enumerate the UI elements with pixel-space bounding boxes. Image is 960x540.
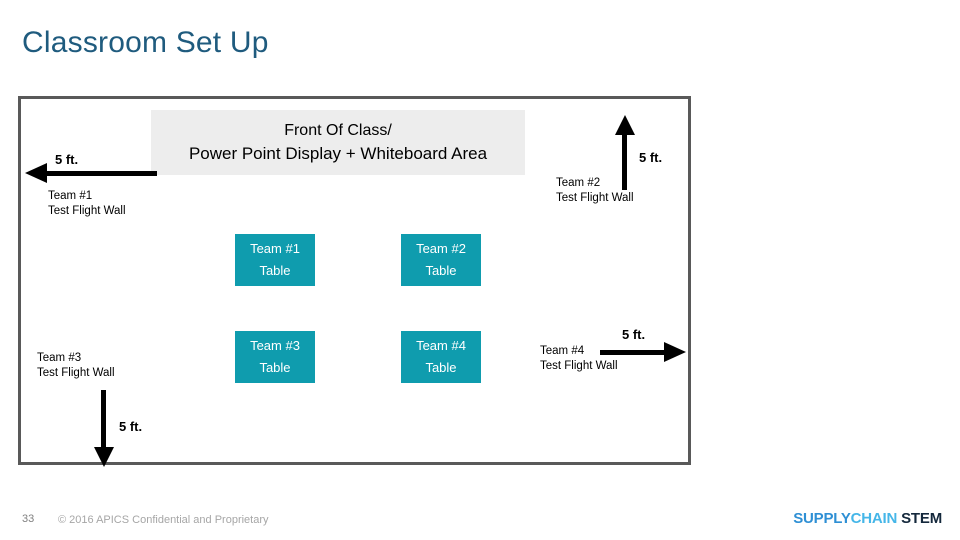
brand-logo-word3: STEM xyxy=(901,510,942,527)
team3-wall-line1: Team #3 xyxy=(37,352,82,364)
measurement-label-left: 5 ft. xyxy=(55,152,79,167)
front-of-class-banner: Front Of Class/ Power Point Display + Wh… xyxy=(151,110,525,175)
brand-logo-word1: SUPPLY xyxy=(793,510,851,527)
brand-logo: SUPPLYCHAIN STEM xyxy=(793,510,942,527)
front-of-class-line2: Power Point Display + Whiteboard Area xyxy=(188,143,488,163)
page-title: Classroom Set Up xyxy=(22,26,269,59)
team2-table-line2: Table xyxy=(425,263,457,278)
front-of-class-line1: Front Of Class/ xyxy=(284,121,392,139)
arrow-left-head-icon xyxy=(25,163,47,183)
brand-logo-word2: CHAIN xyxy=(850,510,898,527)
team1-table-line2: Table xyxy=(259,263,291,278)
team1-wall-line1: Team #1 xyxy=(48,190,93,202)
arrow-up-shaft xyxy=(622,134,627,190)
arrow-up-head-icon xyxy=(615,115,635,135)
team4-table-line1: Team #4 xyxy=(416,338,466,353)
team4-wall-line1: Team #4 xyxy=(540,345,585,357)
team2-wall-line1: Team #2 xyxy=(556,177,601,189)
team2-wall-label: Team #2 Test Flight Wall xyxy=(556,176,634,206)
arrow-right-head-icon xyxy=(664,342,686,362)
team2-table-line1: Team #2 xyxy=(416,241,466,256)
team3-wall-line2: Test Flight Wall xyxy=(37,367,115,379)
footer-page-number: 33 xyxy=(22,513,35,525)
team1-table-line1: Team #1 xyxy=(250,241,300,256)
arrow-right-shaft xyxy=(600,350,666,355)
arrow-down-shaft xyxy=(101,390,106,448)
team2-table[interactable]: Team #2 Table xyxy=(401,234,481,286)
footer-copyright: © 2016 APICS Confidential and Proprietar… xyxy=(58,514,269,526)
measurement-label-bottom-right: 5 ft. xyxy=(622,327,646,342)
measurement-label-bottom-left: 5 ft. xyxy=(119,419,143,434)
team3-wall-label: Team #3 Test Flight Wall xyxy=(37,351,115,381)
team1-wall-line2: Test Flight Wall xyxy=(48,205,126,217)
arrow-down-head-icon xyxy=(94,447,114,467)
team2-wall-line2: Test Flight Wall xyxy=(556,192,634,204)
team4-wall-label: Team #4 Test Flight Wall xyxy=(540,344,618,374)
measurement-label-top-right: 5 ft. xyxy=(639,150,663,165)
team4-table[interactable]: Team #4 Table xyxy=(401,331,481,383)
team3-table-line2: Table xyxy=(259,360,291,375)
arrow-left-shaft xyxy=(45,171,157,176)
team1-wall-label: Team #1 Test Flight Wall xyxy=(48,189,126,219)
team4-table-line2: Table xyxy=(425,360,457,375)
team4-wall-line2: Test Flight Wall xyxy=(540,360,618,372)
team1-table[interactable]: Team #1 Table xyxy=(235,234,315,286)
team3-table[interactable]: Team #3 Table xyxy=(235,331,315,383)
team3-table-line1: Team #3 xyxy=(250,338,300,353)
